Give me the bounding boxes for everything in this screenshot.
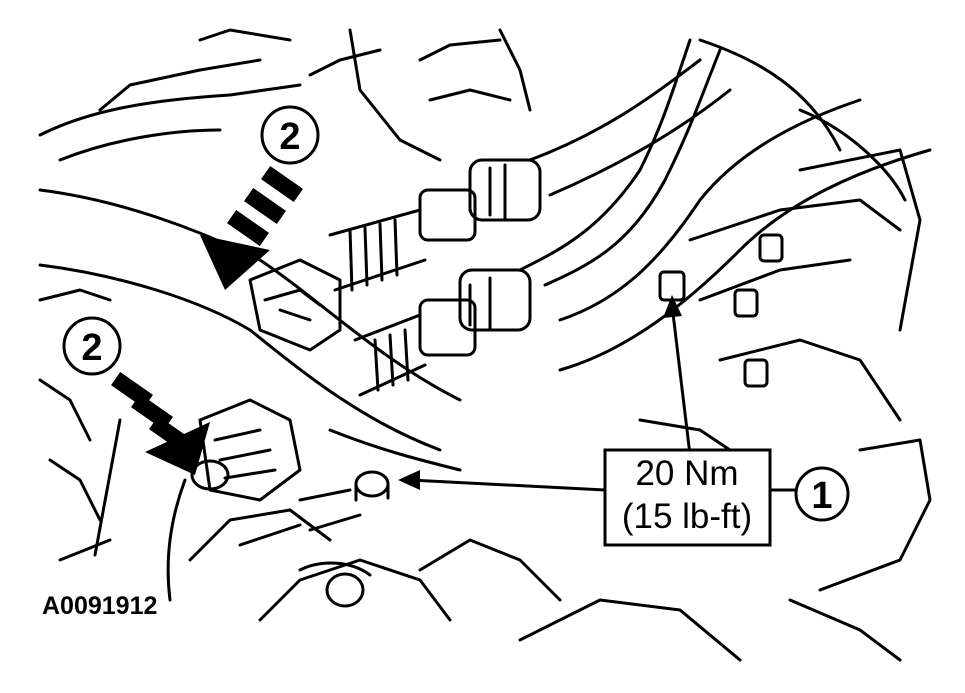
bottom-bolt — [298, 561, 372, 608]
arrowhead-up — [663, 295, 682, 318]
callout-1: 1 — [794, 466, 850, 522]
torque-metric: 20 Nm — [635, 454, 738, 493]
figure-id-label: A0091912 — [42, 592, 157, 620]
arrowhead-left — [398, 470, 420, 490]
callout-2-upper-number: 2 — [279, 116, 300, 158]
callout-2-upper: 2 — [260, 105, 320, 165]
upper-fitting — [328, 158, 542, 292]
torque-imperial: (15 lb-ft) — [622, 497, 752, 536]
direction-arrow-upper — [200, 165, 303, 290]
tube-nut — [238, 470, 390, 547]
callout-2-lower: 2 — [62, 316, 122, 376]
bracket — [248, 258, 342, 352]
torque-spec-box: 20 Nm (15 lb-ft) — [603, 448, 772, 547]
right-bolts — [658, 233, 784, 388]
callout-2-lower-number: 2 — [81, 327, 102, 369]
background-structure — [38, 28, 932, 662]
upper-tubes — [518, 38, 932, 372]
leader-line-2-lower — [93, 418, 122, 557]
lower-fitting — [353, 268, 532, 397]
left-connector — [166, 398, 302, 602]
callout-1-number: 1 — [811, 475, 832, 517]
direction-arrow-lower — [111, 371, 210, 475]
